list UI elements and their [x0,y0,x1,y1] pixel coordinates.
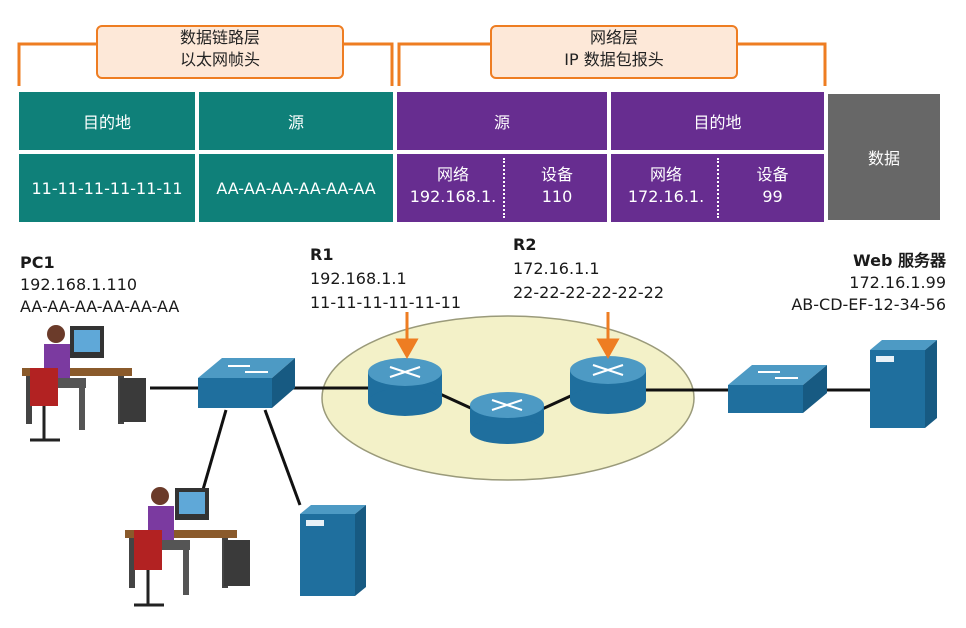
r2-mac: 22-22-22-22-22-22 [513,283,665,302]
ip-src-net-value: 192.168.1. [409,187,497,206]
links [150,386,870,506]
ip-dst-divider [717,158,719,218]
ip-src-device: 设备 110 [507,164,607,208]
ip-src-dev-value: 110 [541,187,573,206]
web-name: Web 服务器 [853,251,946,270]
pc2-workstation-icon [125,487,250,607]
web-label: Web 服务器 172.16.1.99 AB-CD-EF-12-34-56 [791,250,946,316]
r1-arrow-icon [395,312,419,360]
ip-src-dev-label: 设备 [540,165,573,184]
datalink-header-box: 数据链路层 以太网帧头 [96,25,344,79]
switch-2-icon [728,365,827,413]
ip-dst-device: 设备 99 [721,164,824,208]
ip-src-network: 网络 192.168.1. [400,164,506,208]
datalink-title: 数据链路层 [179,28,260,47]
r2-ip: 172.16.1.1 [513,259,600,278]
ip-dst-dev-label: 设备 [756,165,789,184]
ip-src-values [397,154,607,222]
router-r1-icon [368,358,442,416]
eth-src-label: 源 [199,92,393,150]
network-subtitle: IP 数据包报头 [564,50,664,69]
switch-1-icon [198,358,295,408]
pc1-ip: 192.168.1.110 [20,275,138,294]
network-header-box: 网络层 IP 数据包报头 [490,25,738,79]
router-r2-icon [570,356,646,414]
pc1-name: PC1 [20,253,55,272]
web-server-icon [870,340,937,428]
ip-dst-network: 网络 172.16.1. [614,164,718,208]
pc1-mac: AA-AA-AA-AA-AA-AA [20,297,180,316]
r2-name: R2 [513,235,537,254]
r1-ip: 192.168.1.1 [310,269,407,288]
pc1-label: PC1 192.168.1.110 AA-AA-AA-AA-AA-AA [20,252,179,318]
router-middle-icon [470,392,544,444]
pc1-workstation-icon [22,325,146,442]
ip-dest-label: 目的地 [611,92,824,150]
r1-name: R1 [310,245,334,264]
eth-dest-label: 目的地 [19,92,195,150]
web-ip: 172.16.1.99 [849,273,946,292]
eth-src-mac: AA-AA-AA-AA-AA-AA [199,154,393,222]
r1-label: R1 192.168.1.1 11-11-11-11-11-11 [310,244,461,314]
ip-src-net-label: 网络 [436,165,469,184]
ip-src-label: 源 [397,92,607,150]
datalink-subtitle: 以太网帧头 [179,50,260,69]
local-server-icon [300,505,366,596]
ip-dst-dev-value: 99 [762,187,783,206]
r2-arrow-icon [596,312,620,360]
ip-dst-net-label: 网络 [649,165,682,184]
eth-dest-mac: 11-11-11-11-11-11 [19,154,195,222]
ip-dst-net-value: 172.16.1. [627,187,705,206]
network-title: 网络层 [589,28,638,47]
r2-label: R2 172.16.1.1 22-22-22-22-22-22 [513,234,664,304]
data-label: 数据 [828,94,940,220]
web-mac: AB-CD-EF-12-34-56 [791,295,946,314]
r1-mac: 11-11-11-11-11-11 [310,293,462,312]
ip-src-divider [503,158,505,218]
